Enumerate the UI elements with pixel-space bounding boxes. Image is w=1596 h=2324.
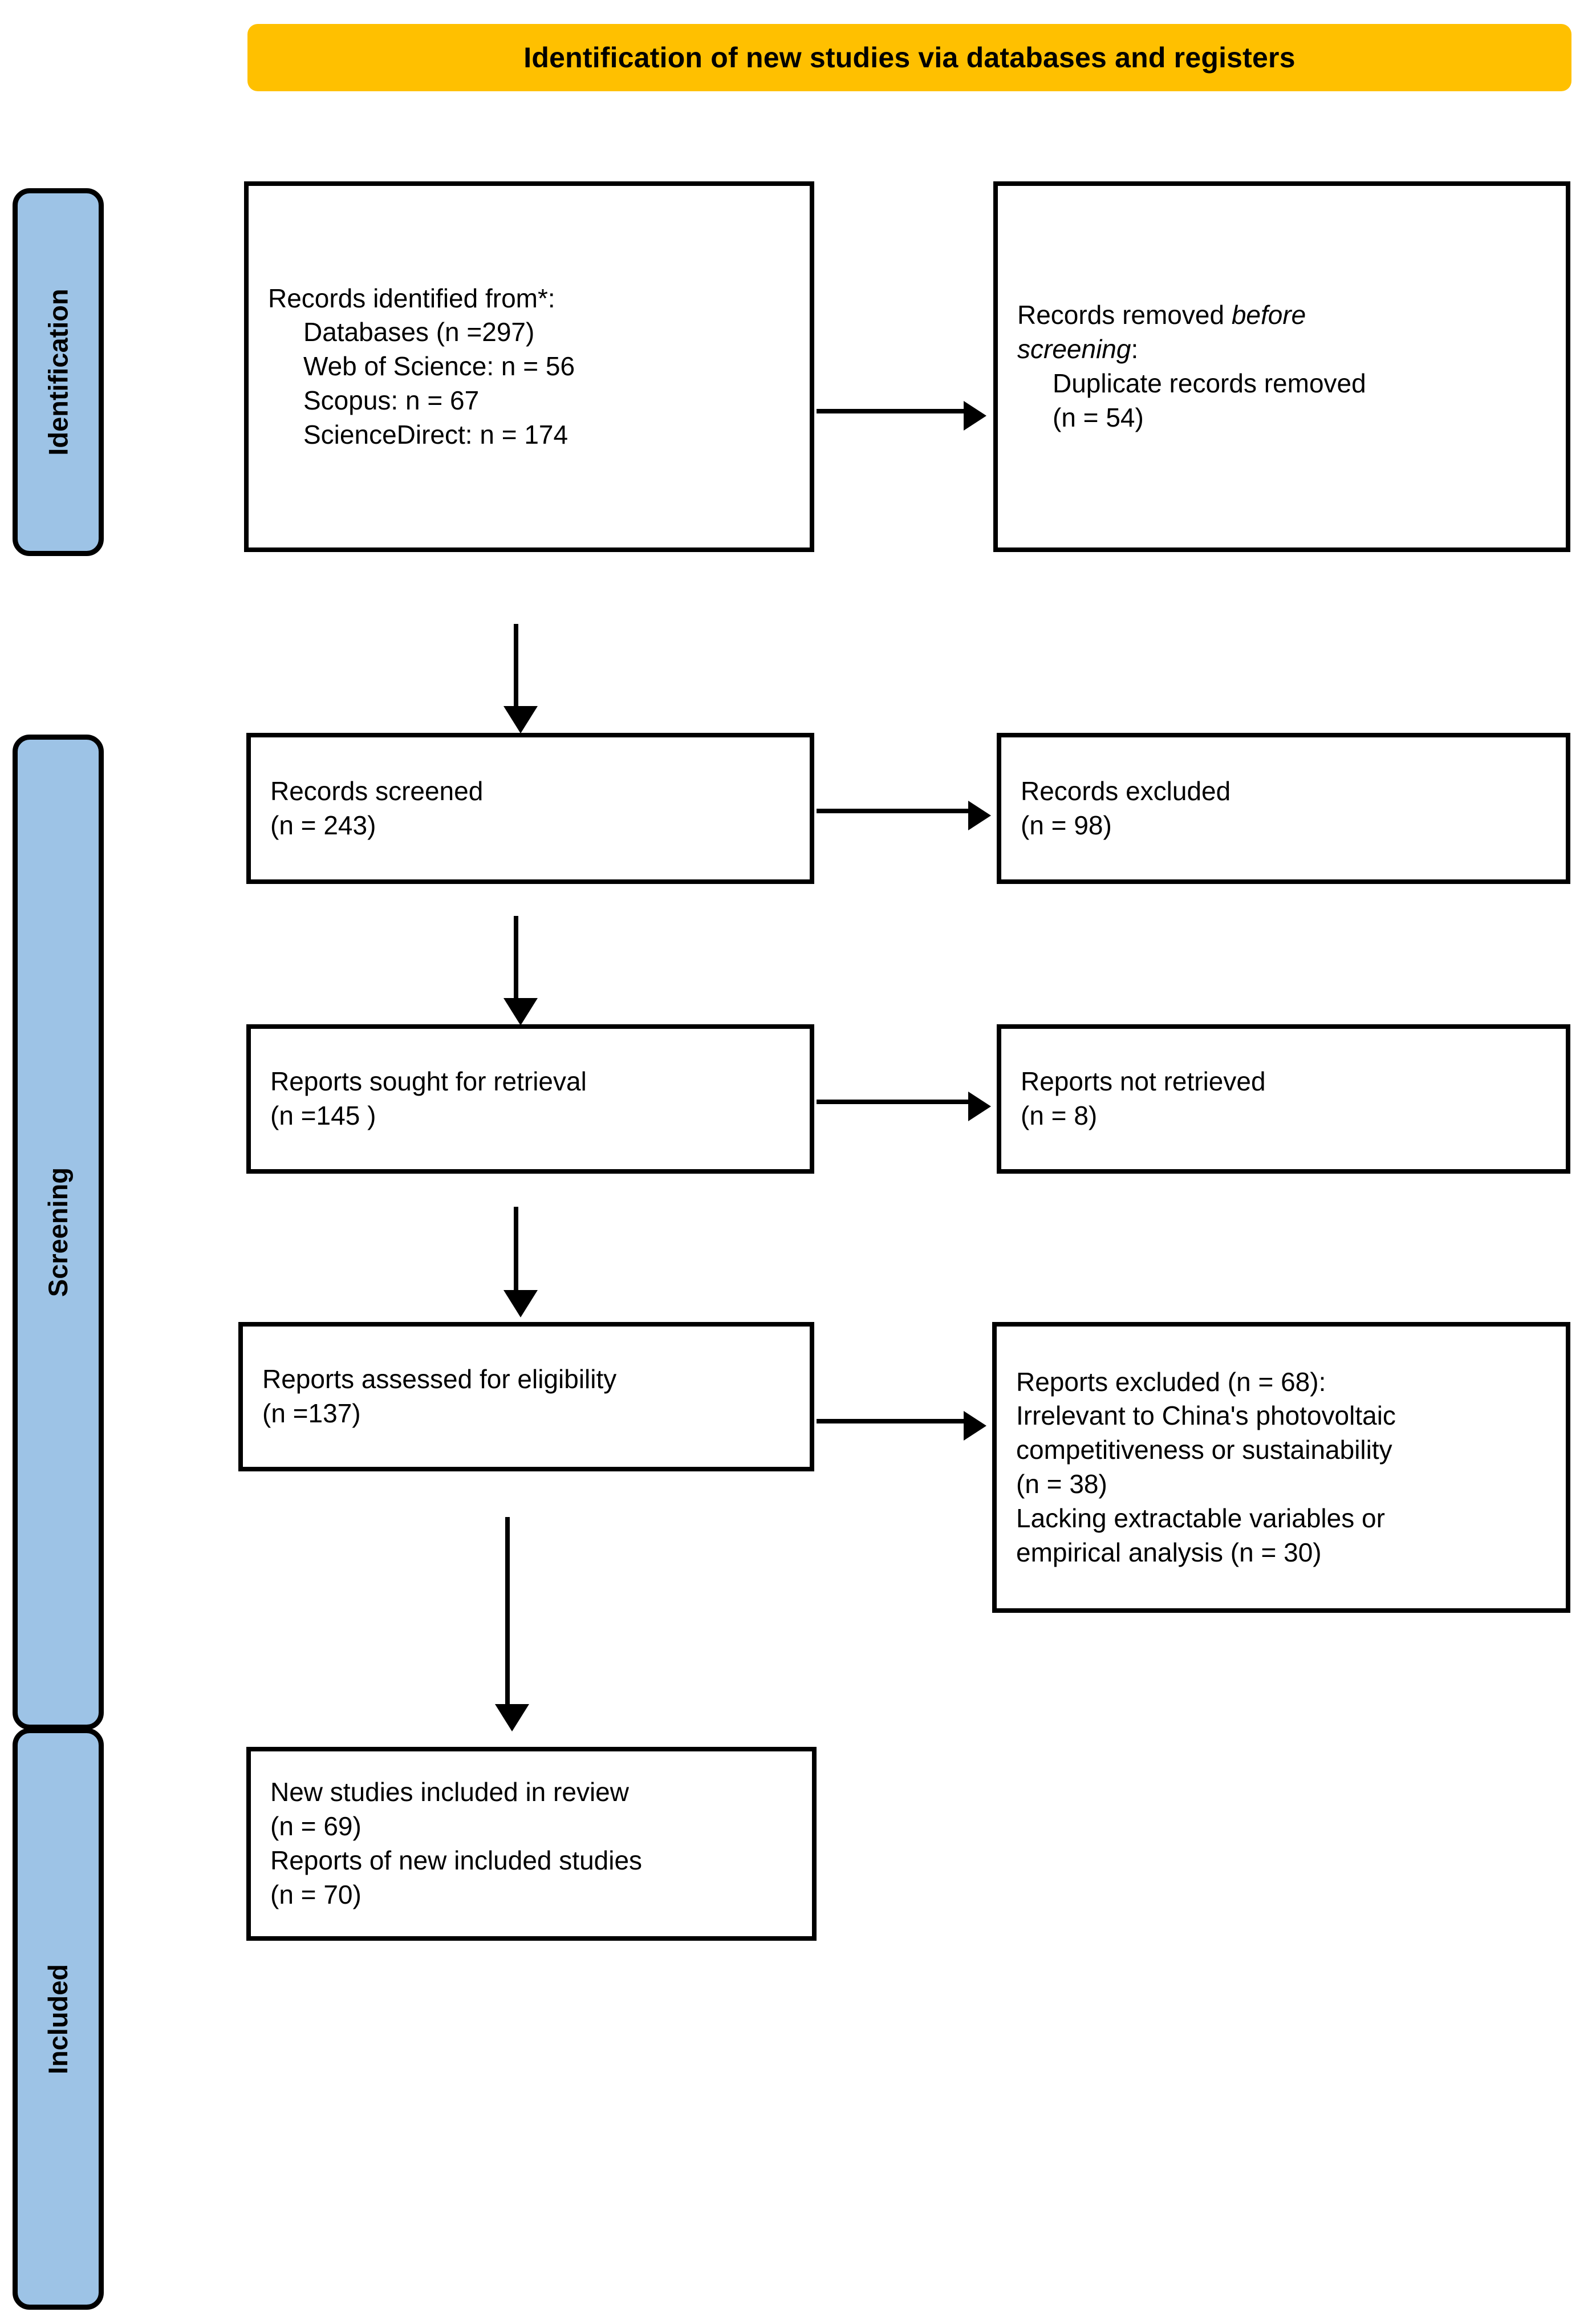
records-removed-duplicates-n: (n = 54) [1053, 402, 1144, 432]
reports-not-retrieved-n: (n = 8) [1021, 1101, 1098, 1130]
stage-label-identification: Identification [13, 188, 104, 556]
new-studies-included-label: New studies included in review [270, 1777, 629, 1807]
arrow-screened-to-sought [503, 916, 538, 1025]
records-excluded-label: Records excluded [1021, 776, 1231, 806]
reports-new-included-label: Reports of new included studies [270, 1846, 643, 1875]
arrow-identified-to-screened [503, 624, 538, 733]
reports-eligibility-label: Reports assessed for eligibility [262, 1364, 617, 1394]
arrow-sought-to-not-retrieved [817, 1092, 991, 1121]
diagram-title-banner: Identification of new studies via databa… [247, 24, 1571, 91]
stage-label-included: Included [13, 1728, 104, 2310]
box-reports-assessed-eligibility: Reports assessed for eligibility (n =137… [238, 1322, 814, 1471]
records-removed-italic2: screening [1017, 334, 1131, 364]
records-identified-wos: Web of Science: n = 56 [303, 351, 575, 382]
reports-sought-n: (n =145 ) [270, 1101, 376, 1130]
records-identified-scopus: Scopus: n = 67 [303, 385, 480, 415]
arrow-eligibility-to-included [495, 1517, 529, 1731]
box-reports-sought: Reports sought for retrieval (n =145 ) [246, 1024, 814, 1174]
stage-label-screening-text: Screening [43, 1167, 74, 1297]
reports-excluded-reason1-a: Irrelevant to China's photovoltaic [1016, 1401, 1396, 1431]
records-removed-duplicates: Duplicate records removed [1053, 368, 1366, 398]
stage-label-included-text: Included [43, 1964, 74, 2074]
records-removed-heading-line2: screening: [1017, 332, 1546, 367]
box-records-identified: Records identified from*: Databases (n =… [244, 181, 814, 552]
arrow-screened-to-excluded [817, 801, 991, 830]
records-removed-italic1: before [1231, 300, 1306, 330]
records-removed-plain2: : [1131, 334, 1139, 364]
records-excluded-n: (n = 98) [1021, 810, 1112, 840]
records-screened-label: Records screened [270, 776, 484, 806]
reports-excluded-reason1-n: (n = 38) [1016, 1469, 1107, 1499]
arrow-identified-to-removed [817, 401, 986, 431]
reports-excluded-reason2-b: empirical analysis (n = 30) [1016, 1537, 1322, 1567]
records-identified-heading: Records identified from*: [268, 283, 555, 313]
new-studies-included-n: (n = 69) [270, 1811, 362, 1842]
box-records-removed: Records removed before screening: Duplic… [993, 181, 1570, 552]
box-reports-excluded: Reports excluded (n = 68): Irrelevant to… [992, 1322, 1570, 1613]
box-records-screened: Records screened (n = 243) [246, 733, 814, 884]
arrow-eligibility-to-reports-excluded [817, 1411, 986, 1441]
reports-excluded-reason2-a: Lacking extractable variables or [1016, 1503, 1385, 1533]
records-identified-databases: Databases (n =297) [303, 317, 535, 347]
records-screened-n: (n = 243) [270, 810, 376, 840]
reports-excluded-reason1-b: competitiveness or sustainability [1016, 1435, 1392, 1465]
reports-not-retrieved-label: Reports not retrieved [1021, 1066, 1266, 1097]
reports-sought-label: Reports sought for retrieval [270, 1066, 587, 1097]
reports-new-included-n: (n = 70) [270, 1879, 362, 1909]
box-new-studies-included: New studies included in review (n = 69) … [246, 1747, 817, 1941]
records-identified-sciencedirect: ScienceDirect: n = 174 [303, 419, 568, 449]
records-removed-heading-line1: Records removed before [1017, 298, 1546, 332]
page-title: Identification of new studies via databa… [523, 42, 1296, 74]
stage-label-identification-text: Identification [43, 289, 74, 456]
records-removed-plain1: Records removed [1017, 300, 1232, 330]
stage-label-screening: Screening [13, 735, 104, 1730]
reports-eligibility-n: (n =137) [262, 1398, 361, 1428]
reports-excluded-heading: Reports excluded (n = 68): [1016, 1366, 1326, 1397]
arrow-sought-to-eligibility [503, 1207, 538, 1317]
box-records-excluded: Records excluded (n = 98) [997, 733, 1570, 884]
box-reports-not-retrieved: Reports not retrieved (n = 8) [997, 1024, 1570, 1174]
